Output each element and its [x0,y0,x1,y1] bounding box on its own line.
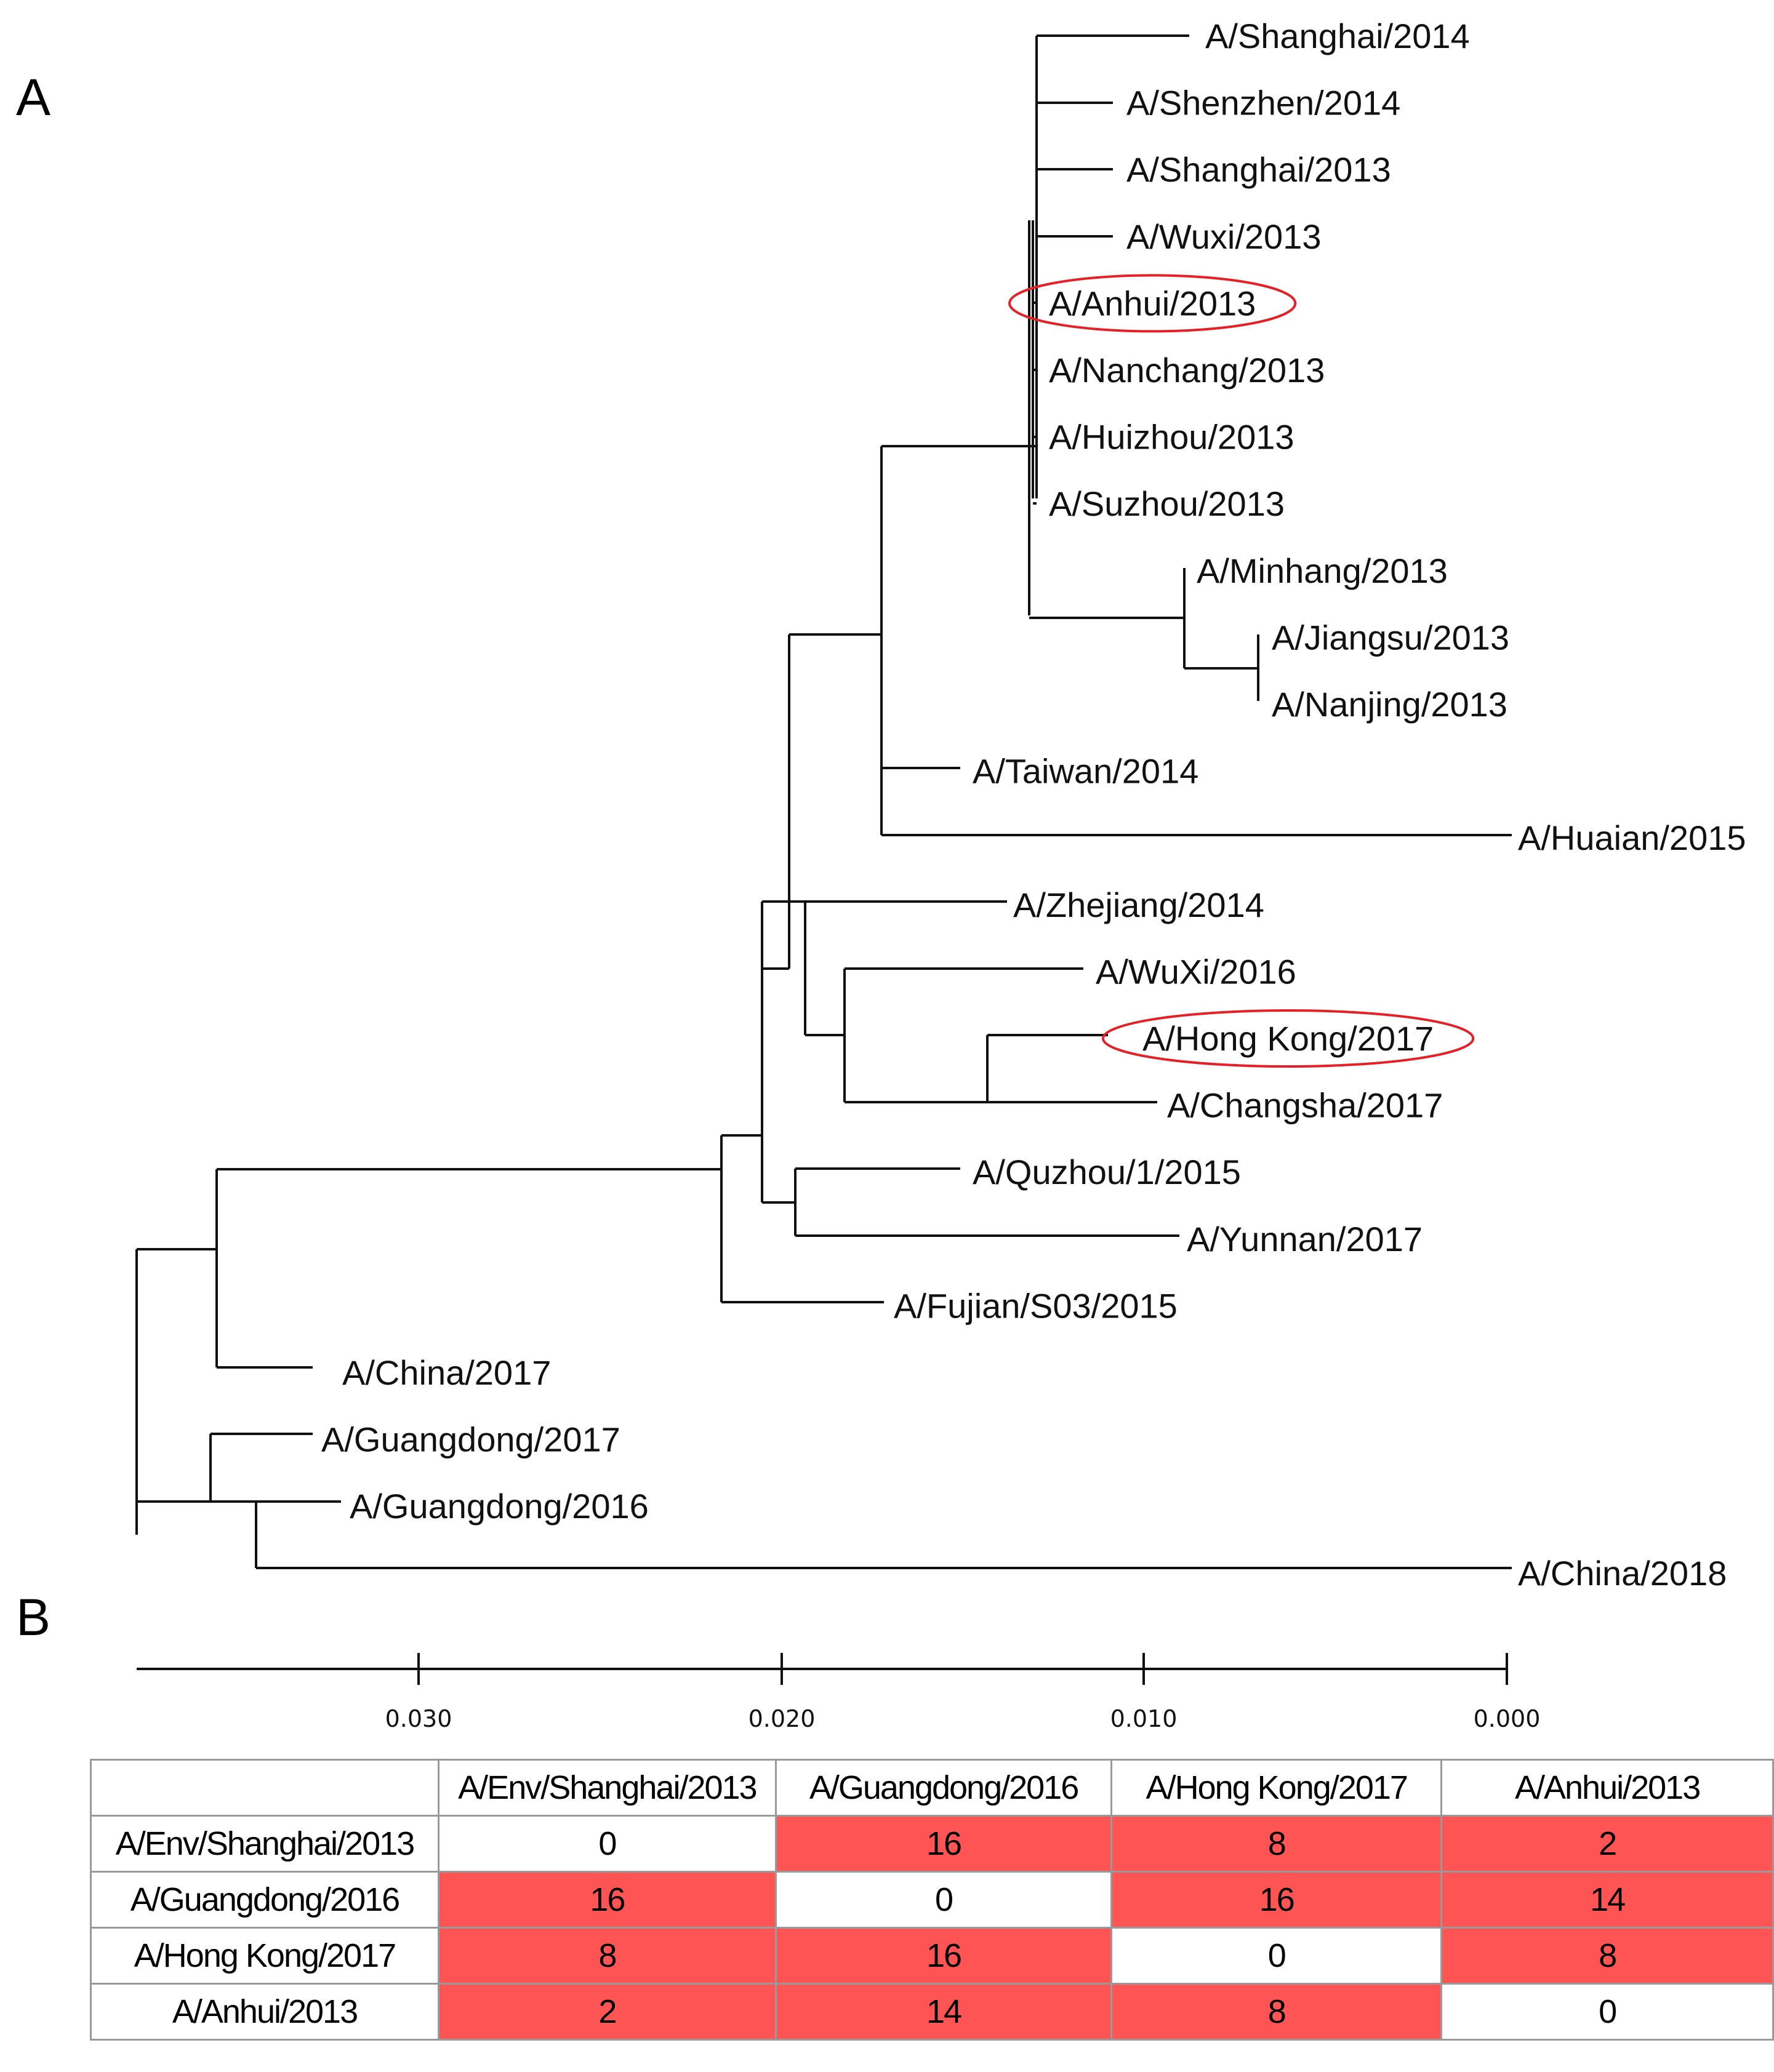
leaf-label: A/WuXi/2016 [1096,952,1296,991]
leaf-label: A/Yunnan/2017 [1187,1220,1423,1258]
distance-scale-axis: 0.030 0.020 0.010 0.000 [137,1653,1540,1732]
tree-branches [135,34,1512,1569]
leaf-label: A/Wuxi/2013 [1126,217,1321,256]
leaf-label: A/Huaian/2015 [1518,818,1746,857]
leaf-label: A/Changsha/2017 [1167,1086,1443,1125]
matrix-header-row: A/Env/Shanghai/2013 A/Guangdong/2016 A/H… [90,1759,1774,1817]
matrix-row: A/Hong Kong/2017 8 16 0 8 [90,1927,1774,1985]
matrix-column-header: A/Hong Kong/2017 [1110,1759,1443,1817]
matrix-cell: 0 [437,1815,777,1873]
matrix-column-header: A/Guangdong/2016 [774,1759,1113,1817]
leaf-label: A/Nanjing/2013 [1272,685,1507,724]
matrix-cell: 16 [437,1871,777,1929]
highlight-oval [1102,1009,1475,1068]
matrix-cell: 0 [774,1871,1113,1929]
matrix-row: A/Env/Shanghai/2013 0 16 8 2 [90,1815,1774,1873]
leaf-label: A/Huizhou/2013 [1049,418,1294,457]
leaf-label: A/Shenzhen/2014 [1126,84,1400,122]
matrix-cell: 2 [437,1983,777,2041]
leaf-label: A/Taiwan/2014 [973,752,1198,791]
leaf-label: A/Anhui/2013 [1049,284,1256,322]
panel-letter-b: B [16,1588,51,1646]
leaf-label: A/Quzhou/1/2015 [973,1153,1241,1191]
matrix-cell: 8 [1440,1927,1774,1985]
leaf-label: A/Guangdong/2016 [350,1487,649,1526]
matrix-cell: 2 [1440,1815,1774,1873]
leaf-label: A/Suzhou/2013 [1049,484,1285,523]
leaf-label: A/China/2017 [342,1353,551,1392]
matrix-cell: 8 [1110,1983,1443,2041]
matrix-cell: 8 [1110,1815,1443,1873]
phylogenetic-tree: A/Shanghai/2014A/Shenzhen/2014A/Shanghai… [135,17,1746,1732]
leaf-label: A/China/2018 [1518,1554,1727,1593]
axis-tick-label: 0.010 [1110,1705,1178,1732]
axis-tick-label: 0.000 [1474,1705,1541,1732]
matrix-row: A/Anhui/2013 2 14 8 0 [90,1983,1774,2041]
matrix-cell: 14 [774,1983,1113,2041]
matrix-cell: 8 [437,1927,777,1985]
highlight-ovals [1008,274,1475,1068]
matrix-row-header: A/Anhui/2013 [90,1983,439,2041]
matrix-corner-cell [90,1759,439,1817]
highlight-oval [1008,274,1297,333]
leaf-label: A/Jiangsu/2013 [1272,618,1509,657]
leaf-label: A/Guangdong/2017 [321,1420,620,1459]
leaf-label: A/Shanghai/2014 [1205,17,1470,55]
matrix-cell: 16 [1110,1871,1443,1929]
tree-leaf-labels: A/Shanghai/2014A/Shenzhen/2014A/Shanghai… [321,17,1746,1593]
matrix-row-header: A/Hong Kong/2017 [90,1927,439,1985]
matrix-row: A/Guangdong/2016 16 0 16 14 [90,1871,1774,1929]
leaf-label: A/Hong Kong/2017 [1142,1019,1434,1058]
matrix-column-header: A/Anhui/2013 [1440,1759,1774,1817]
distance-matrix: A/Env/Shanghai/2013 A/Guangdong/2016 A/H… [90,1759,1774,2041]
leaf-label: A/Zhejiang/2014 [1013,886,1264,924]
panel-letter-a: A [16,68,51,126]
leaf-label: A/Nanchang/2013 [1049,351,1325,390]
matrix-cell: 14 [1440,1871,1774,1929]
matrix-cell: 0 [1110,1927,1443,1985]
leaf-label: A/Fujian/S03/2015 [894,1286,1178,1325]
leaf-label: A/Shanghai/2013 [1126,150,1391,189]
matrix-cell: 16 [774,1927,1113,1985]
matrix-cell: 16 [774,1815,1113,1873]
axis-tick-label: 0.030 [385,1705,452,1732]
matrix-row-header: A/Env/Shanghai/2013 [90,1815,439,1873]
axis-tick-label: 0.020 [749,1705,816,1732]
matrix-column-header: A/Env/Shanghai/2013 [437,1759,777,1817]
leaf-label: A/Minhang/2013 [1197,551,1448,590]
matrix-row-header: A/Guangdong/2016 [90,1871,439,1929]
matrix-cell: 0 [1440,1983,1774,2041]
